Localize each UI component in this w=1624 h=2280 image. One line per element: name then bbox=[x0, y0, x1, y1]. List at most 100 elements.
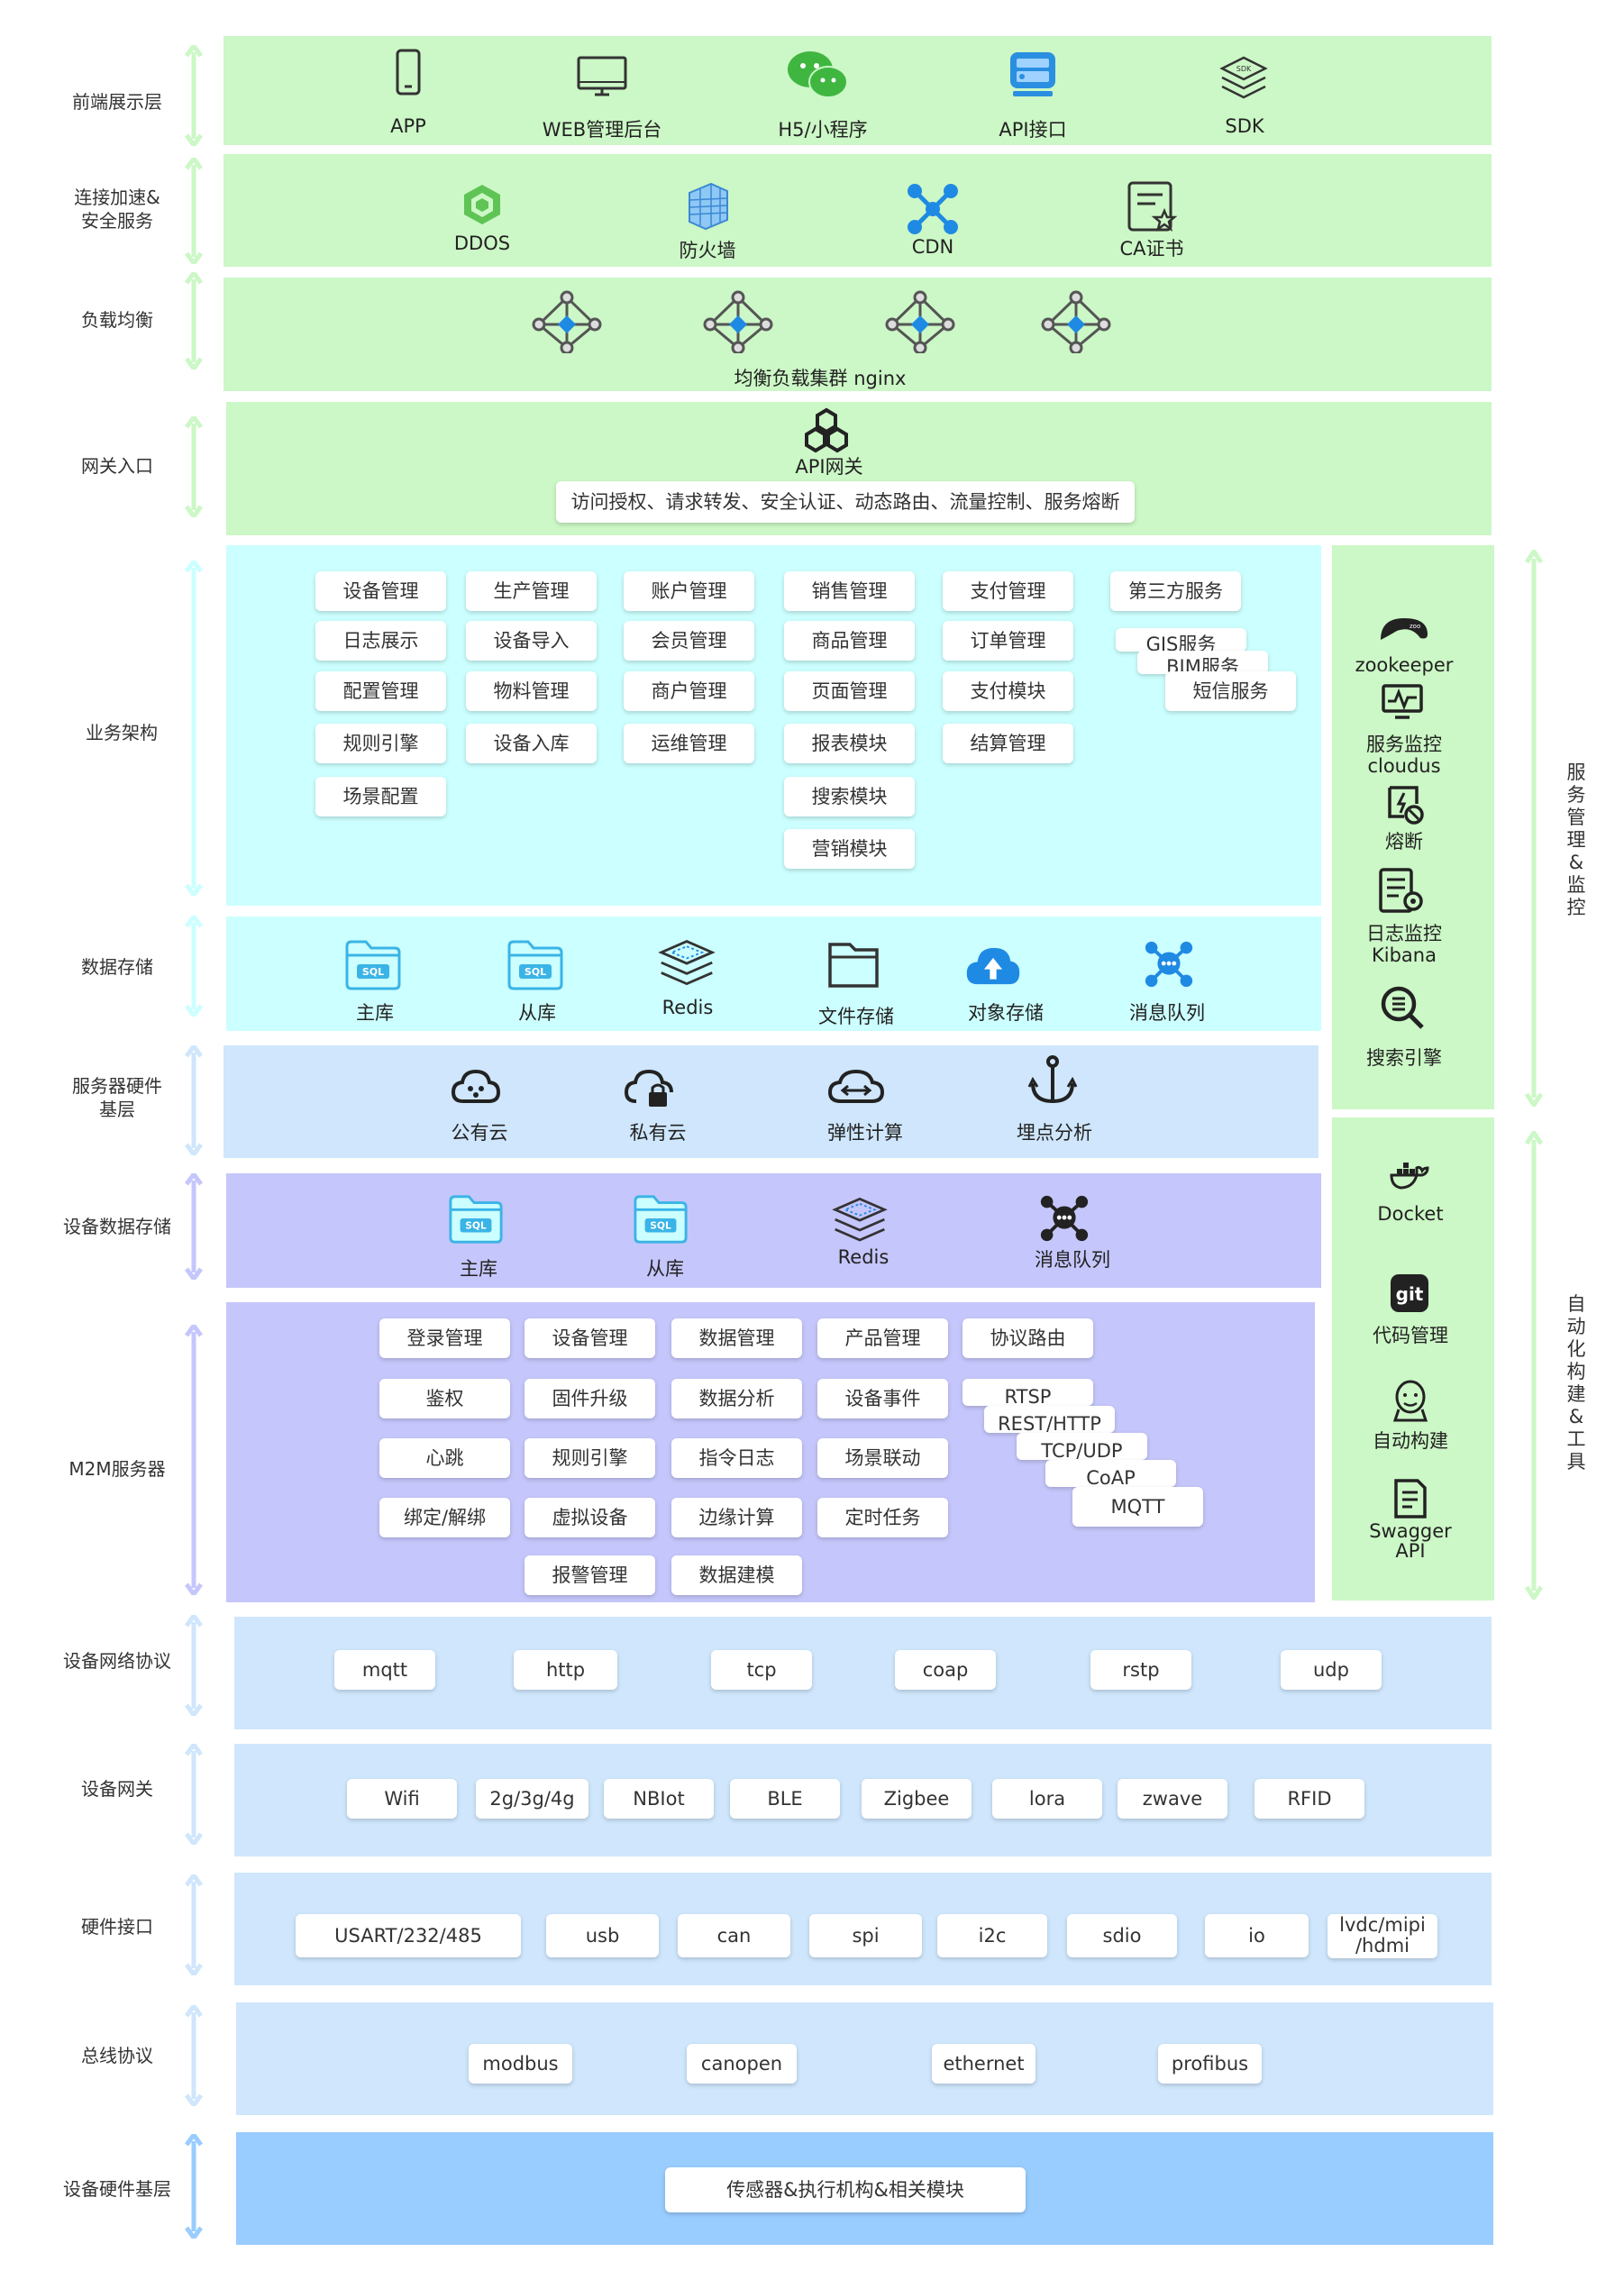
business-module: 搜索模块 bbox=[784, 777, 915, 816]
monitor-label-search: 搜索引擎 bbox=[1366, 1047, 1442, 1069]
business-module: 会员管理 bbox=[624, 621, 754, 661]
private-cloud-icon bbox=[624, 1067, 674, 1110]
business-module: 营销模块 bbox=[784, 829, 915, 869]
dev-storage-label: 消息队列 bbox=[1035, 1249, 1110, 1271]
server-hw-label-public: 公有云 bbox=[451, 1122, 508, 1144]
monitor-label-breaker: 熔断 bbox=[1385, 831, 1423, 853]
m2m-module: 场景联动 bbox=[817, 1438, 948, 1478]
svg-text:SQL: SQL bbox=[525, 966, 546, 978]
phone-icon bbox=[395, 49, 422, 96]
layer-arrow bbox=[183, 2005, 205, 2106]
frontend-label-api: API接口 bbox=[999, 119, 1067, 141]
business-module-stacked: 短信服务 bbox=[1165, 671, 1296, 711]
sdk-icon: SDK bbox=[1218, 54, 1269, 105]
sql-folder-icon: SQL bbox=[344, 937, 402, 991]
dev-gw-chip: zwave bbox=[1118, 1779, 1227, 1819]
layer-label-frontend: 前端展示层 bbox=[72, 91, 162, 113]
api-gateway-icon bbox=[802, 407, 851, 454]
net-proto-chip: mqtt bbox=[334, 1650, 435, 1690]
business-module: 销售管理 bbox=[784, 571, 915, 611]
storage-band bbox=[226, 917, 1321, 1031]
lb-label: 均衡负载集群 nginx bbox=[734, 368, 907, 389]
m2m-module: 指令日志 bbox=[671, 1438, 802, 1478]
api-icon bbox=[1008, 50, 1058, 98]
cloud-storage-icon bbox=[964, 939, 1022, 993]
m2m-protocol-stacked: CoAP bbox=[1045, 1460, 1176, 1487]
bus-band bbox=[236, 2002, 1493, 2115]
server-hw-band bbox=[224, 1045, 1318, 1158]
hw-if-chip: lvdc/mipi /hdmi bbox=[1327, 1914, 1437, 1958]
m2m-protocol-stacked: RTSP bbox=[963, 1379, 1093, 1406]
redis-icon bbox=[832, 1194, 888, 1248]
m2m-module: 心跳 bbox=[379, 1438, 510, 1478]
net-proto-chip: http bbox=[514, 1650, 617, 1690]
load-balancer-icon bbox=[1041, 290, 1111, 353]
business-module: 账户管理 bbox=[624, 571, 754, 611]
svg-text:SQL: SQL bbox=[362, 966, 384, 978]
layer-arrow bbox=[183, 916, 205, 1017]
monitor-label-cloudus: 服务监控 cloudus bbox=[1366, 734, 1442, 777]
svg-text:SQL: SQL bbox=[465, 1220, 487, 1232]
layer-arrow bbox=[183, 158, 205, 264]
layer-label-dev-gw: 设备网关 bbox=[81, 1778, 153, 1800]
server-hw-label-elastic: 弹性计算 bbox=[827, 1122, 903, 1144]
layer-arrow bbox=[183, 561, 205, 896]
service-monitor-icon bbox=[1381, 683, 1424, 721]
layer-label-hw-if: 硬件接口 bbox=[81, 1916, 153, 1938]
layer-label-lb: 负载均衡 bbox=[81, 309, 153, 331]
m2m-module: 绑定/解绑 bbox=[379, 1498, 510, 1537]
net-proto-chip: rstp bbox=[1090, 1650, 1191, 1690]
jenkins-icon bbox=[1391, 1379, 1429, 1422]
m2m-module: 登录管理 bbox=[379, 1318, 510, 1358]
business-module: 规则引擎 bbox=[315, 724, 446, 763]
sql-folder-icon: SQL bbox=[506, 937, 564, 991]
devops-label-git: 代码管理 bbox=[1373, 1325, 1448, 1346]
layer-arrow bbox=[183, 416, 205, 517]
net-proto-chip: coap bbox=[895, 1650, 996, 1690]
security-label-ca: CA证书 bbox=[1119, 238, 1184, 260]
log-monitor-icon bbox=[1377, 867, 1428, 916]
anchor-icon bbox=[1027, 1054, 1078, 1107]
server-hw-label-anchor: 埋点分析 bbox=[1017, 1122, 1092, 1144]
circuit-breaker-icon bbox=[1386, 784, 1424, 825]
bus-chip: modbus bbox=[469, 2044, 572, 2084]
load-balancer-icon bbox=[885, 290, 955, 353]
layer-arrow bbox=[183, 1615, 205, 1716]
m2m-module: 边缘计算 bbox=[671, 1498, 802, 1537]
message-queue-icon bbox=[1036, 1191, 1092, 1245]
dev-hw-chip: 传感器&执行机构&相关模块 bbox=[665, 2167, 1026, 2212]
ddos-icon bbox=[460, 182, 505, 227]
layer-label-gateway: 网关入口 bbox=[81, 455, 153, 477]
storage-label: 从库 bbox=[518, 1002, 556, 1024]
hw-if-chip: USART/232/485 bbox=[296, 1914, 521, 1957]
m2m-module: 协议路由 bbox=[963, 1318, 1093, 1358]
firewall-icon bbox=[682, 180, 733, 233]
m2m-module: 数据建模 bbox=[671, 1555, 802, 1595]
m2m-module: 鉴权 bbox=[379, 1379, 510, 1418]
layer-arrow bbox=[183, 2134, 205, 2239]
gateway-title: API网关 bbox=[795, 456, 863, 478]
layer-label-business: 业务架构 bbox=[86, 722, 158, 743]
business-module: 商品管理 bbox=[784, 621, 915, 661]
layer-arrow bbox=[183, 45, 205, 146]
business-module: 报表模块 bbox=[784, 724, 915, 763]
hw-if-chip: spi bbox=[809, 1914, 922, 1957]
security-label-cdn: CDN bbox=[911, 236, 954, 258]
business-module: 第三方服务 bbox=[1110, 571, 1241, 611]
layer-arrow bbox=[183, 1325, 205, 1595]
business-module: 场景配置 bbox=[315, 777, 446, 816]
layer-label-dev-storage: 设备数据存储 bbox=[63, 1216, 171, 1237]
business-module: 页面管理 bbox=[784, 671, 915, 711]
svg-text:SDK: SDK bbox=[1236, 65, 1252, 73]
zookeeper-icon: zoo bbox=[1377, 613, 1431, 645]
sql-folder-icon: SQL bbox=[448, 1191, 504, 1245]
m2m-protocol-stacked: TCP/UDP bbox=[1017, 1433, 1147, 1460]
m2m-module: 数据管理 bbox=[671, 1318, 802, 1358]
devops-band bbox=[1332, 1117, 1494, 1601]
gateway-desc: 访问授权、请求转发、安全认证、动态路由、流量控制、服务熔断 bbox=[556, 481, 1135, 523]
m2m-module: 设备事件 bbox=[817, 1379, 948, 1418]
layer-label-dev-hw: 设备硬件基层 bbox=[63, 2178, 171, 2200]
bus-chip: profibus bbox=[1158, 2044, 1262, 2084]
storage-label: 文件存储 bbox=[818, 1006, 894, 1027]
m2m-module: 虚拟设备 bbox=[525, 1498, 655, 1537]
